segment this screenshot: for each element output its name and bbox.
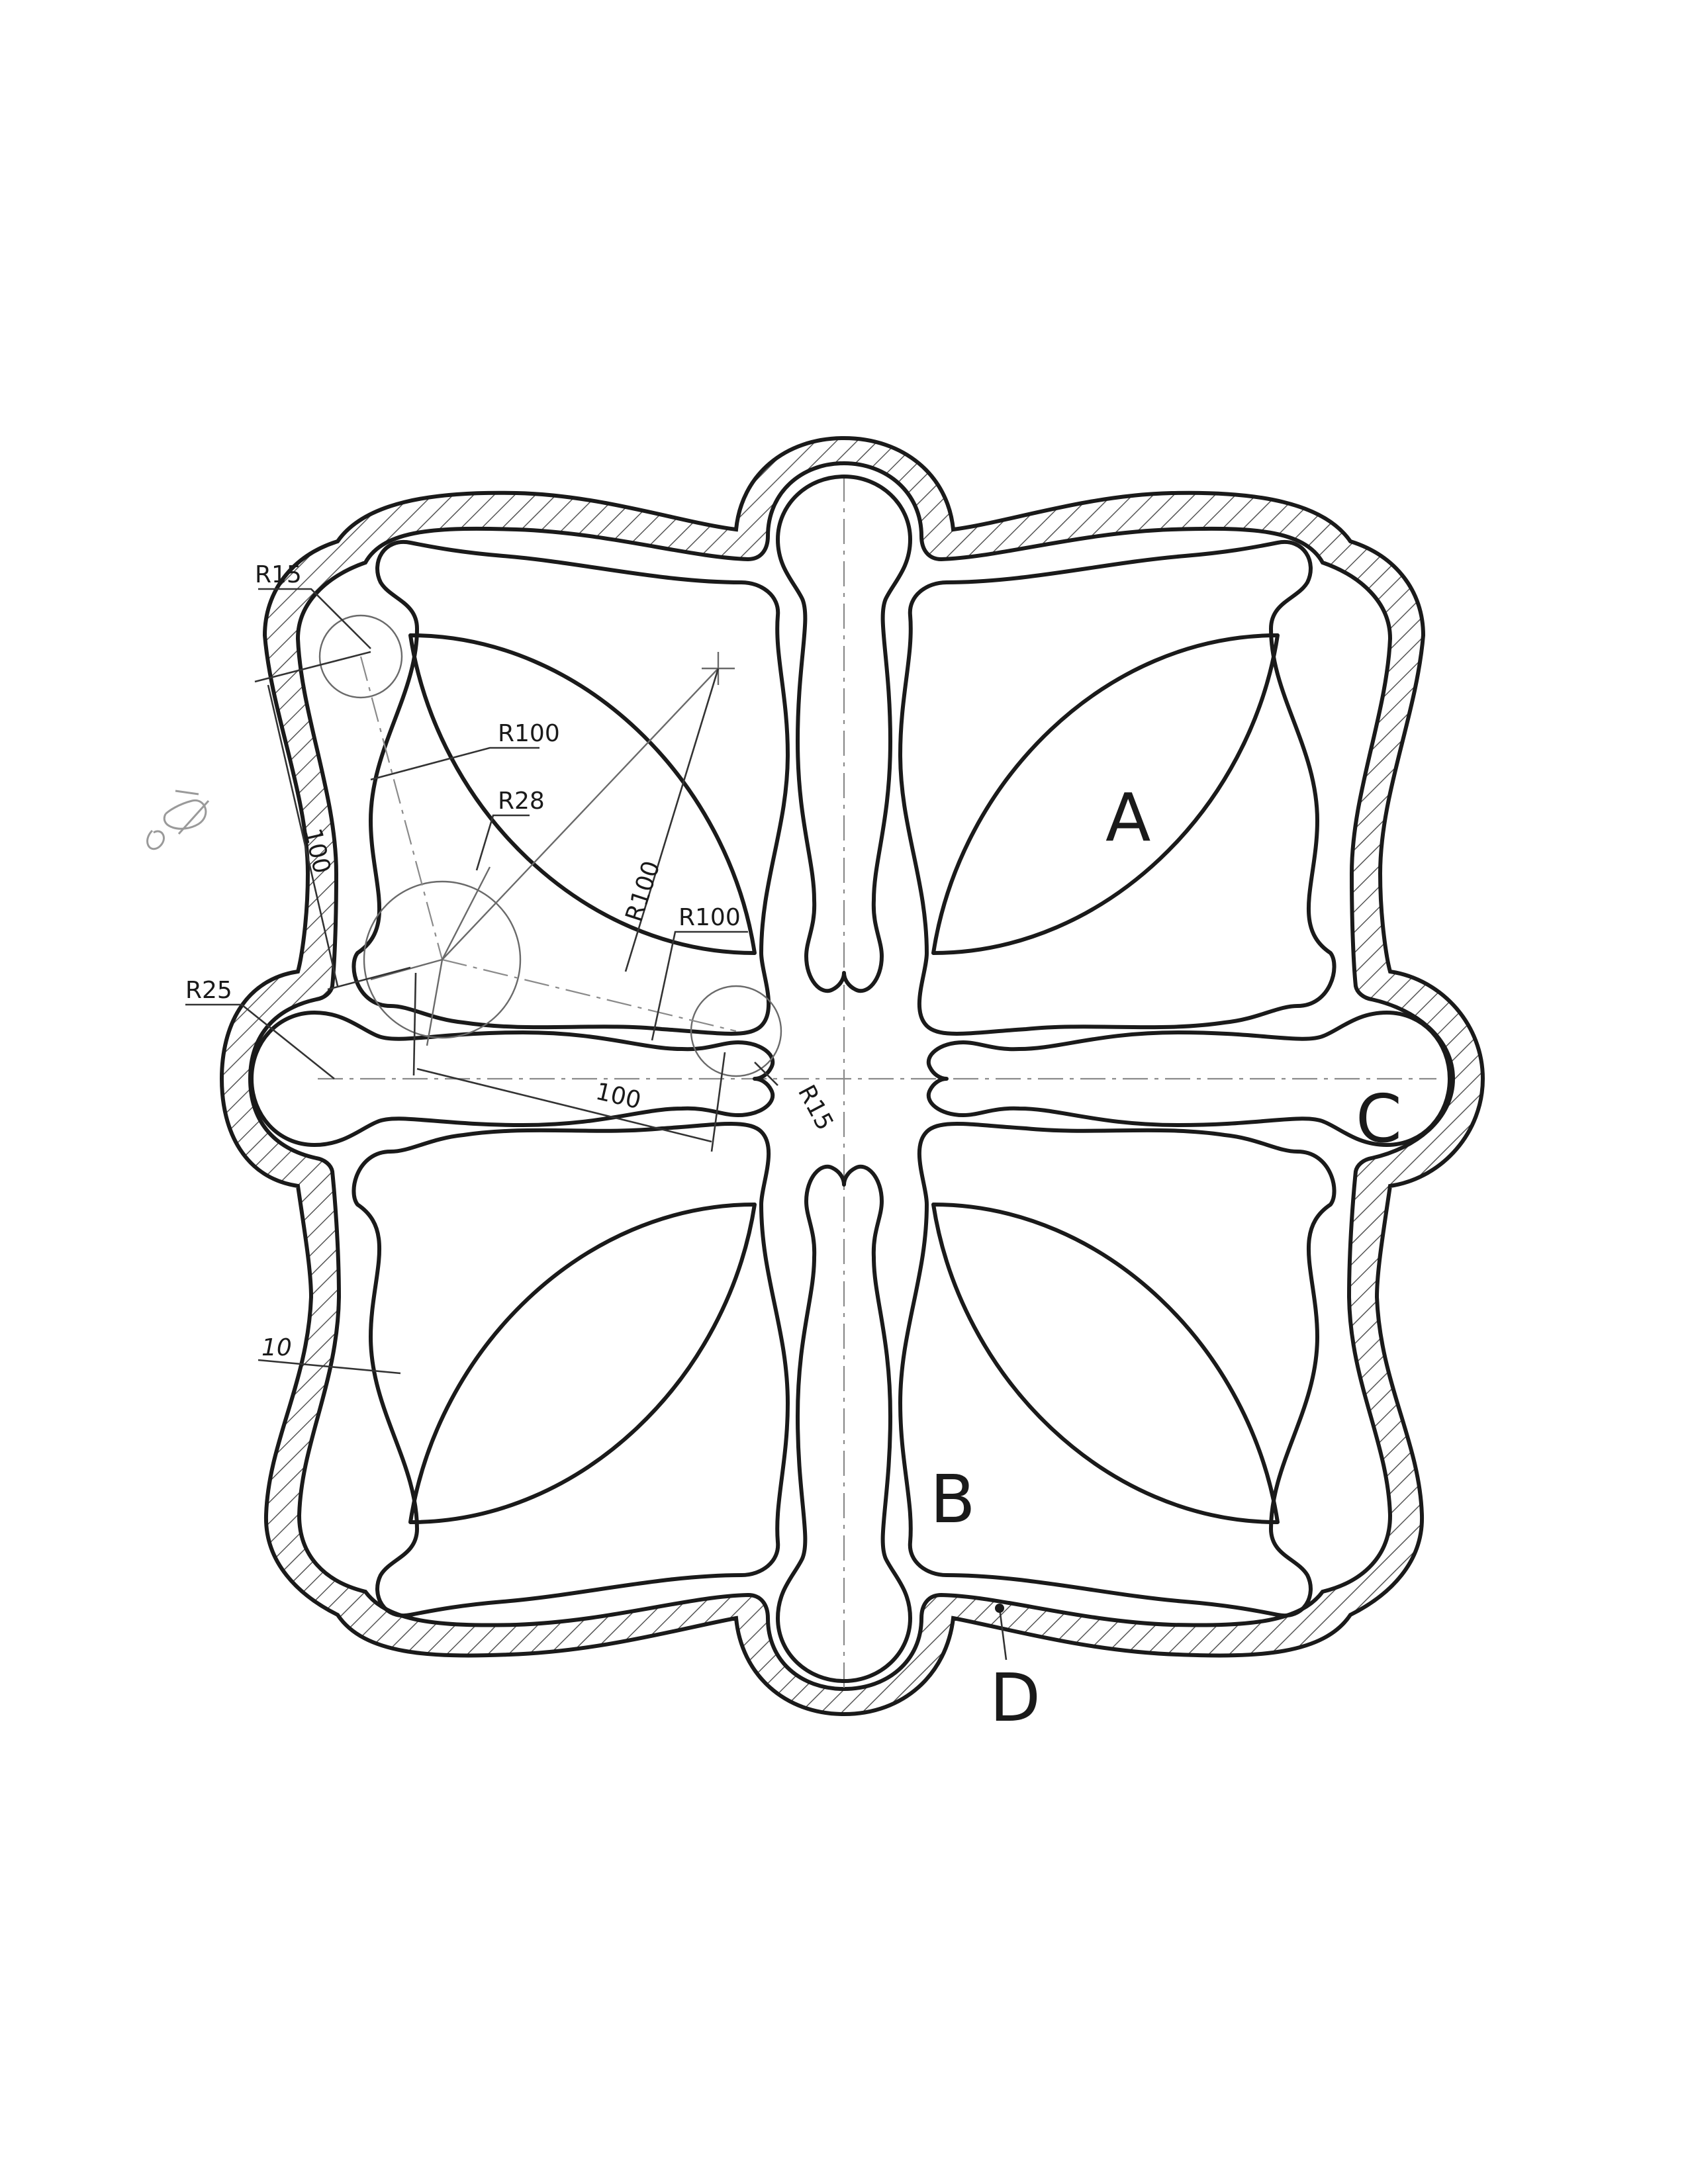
construction-line-b — [442, 958, 737, 1032]
dim-leader-r28 — [475, 814, 530, 871]
dim-leader-r25 — [185, 1003, 335, 1080]
dim-text-r28: R28 — [498, 788, 545, 815]
dim-text-r100-left: R100 — [498, 720, 560, 747]
bottom-slot — [776, 1165, 912, 1683]
label-d-leader — [998, 1608, 1008, 1661]
dim-leader-r100-right — [651, 931, 748, 1041]
construction-circle-r15-center — [690, 985, 782, 1077]
dim-leader-r100-left — [370, 747, 539, 781]
dim-text-r100-diag: R100 — [621, 858, 666, 925]
construction-line-c — [442, 668, 719, 960]
dim-leader-r15-center — [754, 1062, 778, 1086]
dim-text-r25: R25 — [185, 977, 232, 1004]
label-c: C — [1356, 1080, 1402, 1158]
label-a: A — [1105, 779, 1150, 856]
construction-line-a — [359, 656, 444, 960]
radius-extra-line-2 — [426, 959, 444, 1046]
dim-ext-100-v-top — [254, 651, 371, 683]
label-d-dot — [995, 1604, 1004, 1613]
left-slot — [250, 1011, 774, 1147]
pocket-top-left — [352, 539, 790, 1036]
label-d: D — [990, 1659, 1041, 1737]
pencil-scribble — [146, 790, 210, 850]
pocket-top-right — [898, 539, 1336, 1036]
dim-text-r100-right: R100 — [679, 904, 741, 931]
dim-ext-100-h-right — [710, 1052, 726, 1152]
dim-text-100-horizontal: 100 — [593, 1078, 643, 1115]
lens-bottom-right — [931, 1203, 1280, 1524]
pocket-bottom-left — [352, 1122, 790, 1618]
dim-text-r15-top: R15 — [255, 561, 302, 588]
pocket-bottom-right — [898, 1122, 1336, 1618]
top-slot — [776, 475, 912, 993]
lens-top-left — [408, 633, 757, 955]
right-slot — [927, 1011, 1452, 1147]
dim-line-100-horizontal — [416, 1068, 712, 1143]
dim-ext-100-v-bottom — [327, 966, 411, 991]
radius-r28-line — [441, 866, 491, 960]
construction-circle-r28 — [363, 880, 522, 1039]
dim-text-r15-center: R15 — [792, 1081, 838, 1135]
dim-line-wall-10 — [258, 1359, 401, 1375]
lens-bottom-left — [408, 1203, 757, 1524]
outer-wall-hatched — [219, 435, 1485, 1717]
dim-text-wall-10: 10 — [261, 1334, 292, 1361]
dim-ext-100-h-left — [412, 972, 417, 1076]
dim-line-r100-diag — [624, 668, 720, 972]
construction-circle-r15-top — [318, 614, 403, 699]
lens-top-right — [931, 633, 1280, 955]
dim-line-100-vertical — [267, 684, 339, 987]
dim-leader-r15-top — [258, 588, 371, 649]
radius-extra-line — [370, 958, 443, 981]
label-b: B — [930, 1461, 976, 1538]
